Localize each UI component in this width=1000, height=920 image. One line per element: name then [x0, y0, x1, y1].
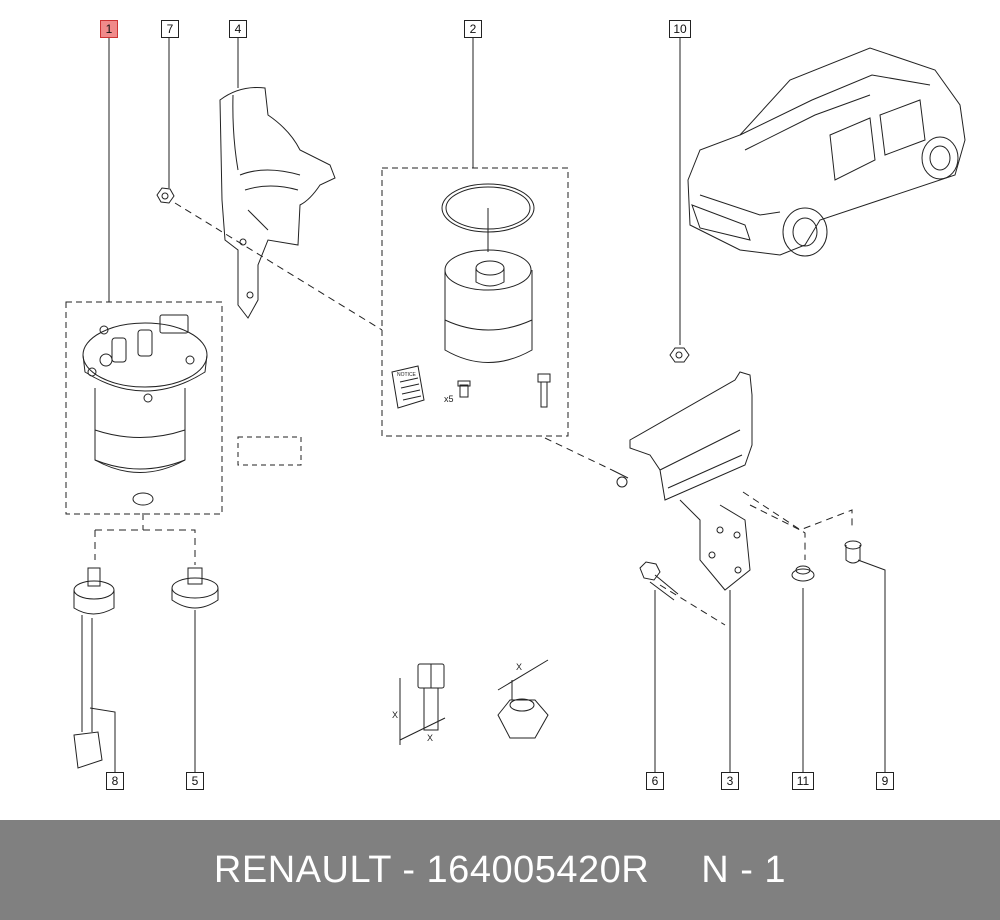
- callout-5: 5: [186, 772, 204, 790]
- cap-part-5: [171, 567, 219, 609]
- callout-3: 3: [721, 772, 739, 790]
- footer-bar: RENAULT - 164005420R N - 1: [0, 820, 1000, 920]
- notice-label: NOTICE: [397, 372, 417, 378]
- heat-shield-part: [219, 87, 336, 319]
- callout-6: 6: [646, 772, 664, 790]
- nut-part-7: [156, 187, 175, 204]
- callout-7: 7: [161, 20, 179, 38]
- leader-lines: [89, 38, 886, 772]
- vehicle-illustration: [687, 47, 966, 257]
- bolt-part-6: [639, 561, 679, 601]
- callout-10: 10: [669, 20, 691, 38]
- nut-part-10: [669, 347, 690, 363]
- callout-9: 9: [876, 772, 894, 790]
- torque-x-label-nut: X: [516, 662, 522, 672]
- dashed-connectors: [94, 202, 853, 626]
- placeholder-box: [237, 436, 302, 466]
- torque-bolt-diagram: [399, 663, 446, 745]
- pump-assembly-box: [65, 301, 223, 515]
- callout-1: 1: [100, 20, 118, 38]
- filter-kit: [391, 183, 551, 409]
- exploded-parts-diagram: NOTICE x5 X X X 1 7 4 2 10 8 5 6 3 11 9: [65, 20, 966, 790]
- torque-x-label-bolt: X: [392, 710, 398, 720]
- diagram-svg: NOTICE x5 X X X: [65, 38, 966, 772]
- torque-nut-diagram: [497, 659, 549, 739]
- callout-8: 8: [106, 772, 124, 790]
- fuel-pump-module: [82, 314, 208, 506]
- callout-11: 11: [792, 772, 814, 790]
- sensor-part-8: [73, 567, 115, 769]
- mounting-bracket: [611, 371, 753, 591]
- callout-4: 4: [229, 20, 247, 38]
- torque-x-label-bolt-2: X: [427, 733, 433, 743]
- filter-kit-box: [381, 167, 569, 437]
- qty-label: x5: [444, 394, 454, 404]
- page-indicator: N - 1: [701, 848, 787, 891]
- rivet-nut-part-9: [844, 540, 862, 564]
- callout-2: 2: [464, 20, 482, 38]
- brand-part-number: RENAULT - 164005420R: [213, 848, 650, 891]
- nut-part-11: [791, 565, 815, 582]
